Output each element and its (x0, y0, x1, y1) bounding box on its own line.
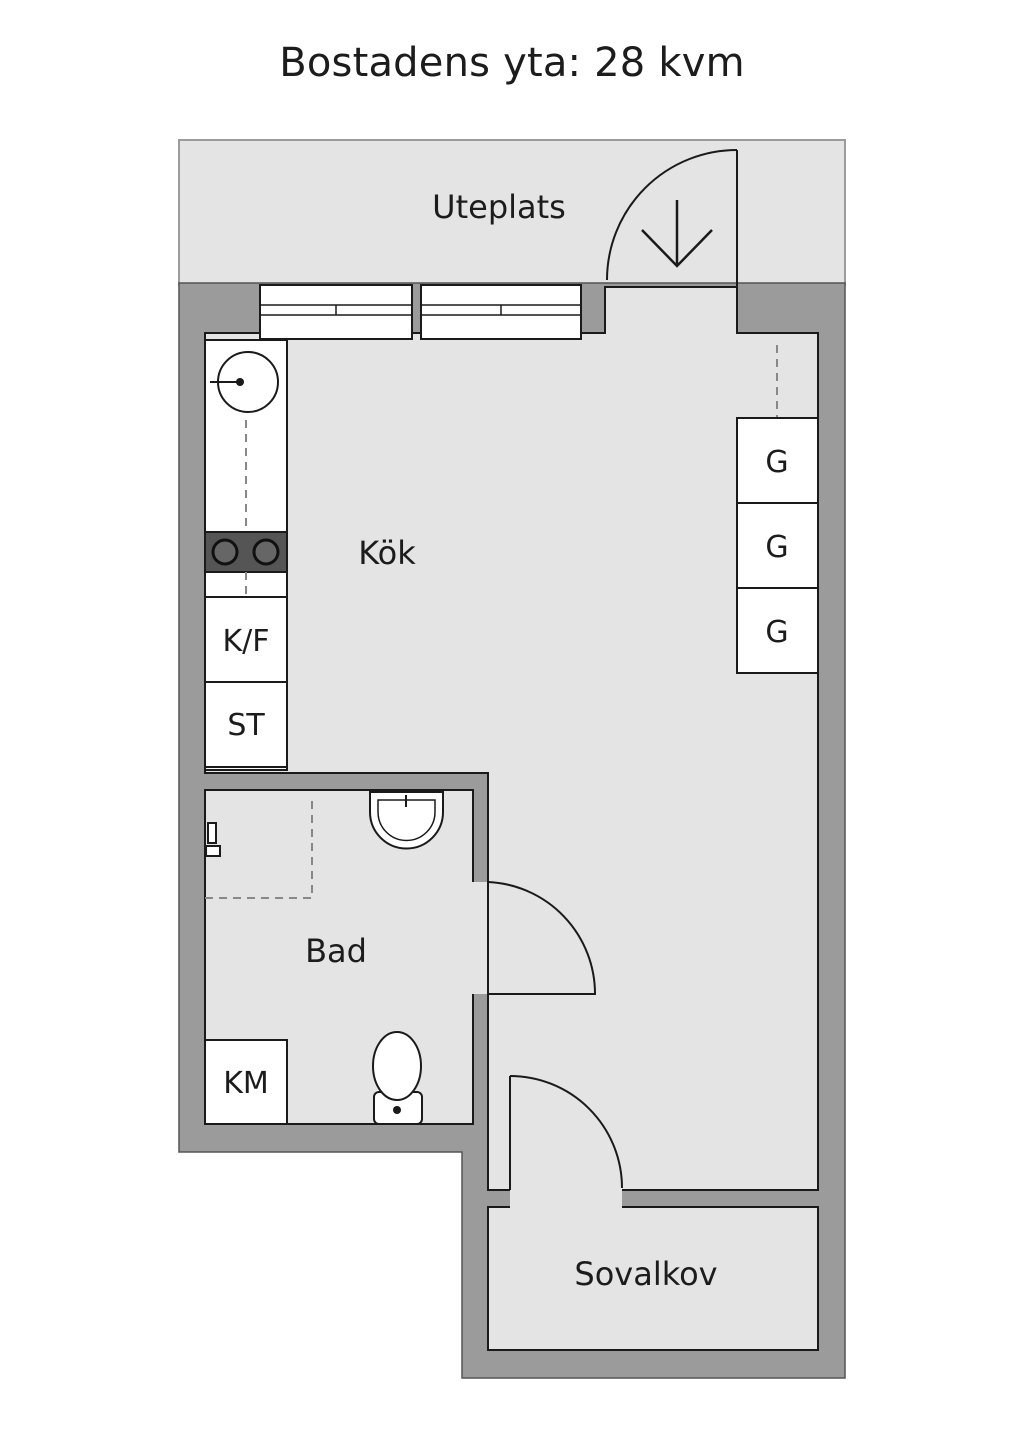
wardrobe-label-1: G (765, 445, 788, 480)
dishwasher-label: ST (227, 708, 265, 743)
floorplan-title: Bostadens yta: 28 kvm (279, 40, 745, 86)
bathroom-door-opening (472, 882, 490, 994)
shower-head-icon (205, 822, 221, 857)
window-left (259, 284, 413, 340)
bathroom-door-swing (487, 881, 597, 995)
room-label-patio: Uteplats (432, 188, 566, 226)
fridge-freezer-label: K/F (222, 624, 269, 659)
room-label-kitchen: Kök (358, 534, 416, 572)
patio-area (178, 139, 846, 286)
wardrobe-label-3: G (765, 615, 788, 650)
stove (204, 531, 288, 573)
kitchen-floor (204, 286, 819, 1191)
window-right (420, 284, 582, 340)
room-label-sleeping-alcove: Sovalkov (574, 1255, 717, 1293)
washing-machine-label: KM (223, 1066, 269, 1101)
alcove-door-opening (510, 1188, 622, 1209)
washing-machine (204, 1039, 288, 1125)
toilet (372, 1031, 423, 1125)
wardrobe-label-2: G (765, 530, 788, 565)
kitchen-sink (210, 351, 279, 413)
alcove-door-swing (509, 1075, 623, 1189)
room-label-bathroom: Bad (305, 932, 367, 970)
shower-area (205, 800, 313, 899)
entrance-arrow-icon (641, 200, 713, 268)
alcove-floor (487, 1206, 819, 1351)
wardrobes (736, 417, 819, 674)
bathroom-sink (369, 791, 444, 850)
patio-door (606, 149, 738, 287)
